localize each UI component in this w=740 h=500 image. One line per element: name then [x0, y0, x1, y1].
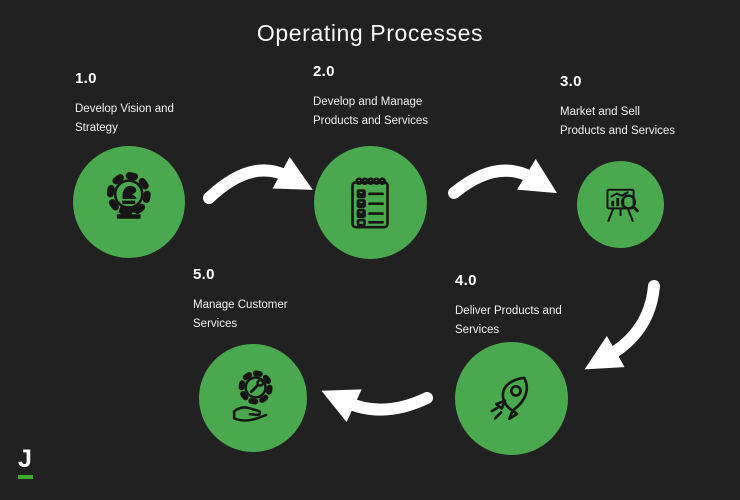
- market-analysis-icon: [606, 188, 639, 222]
- step-label: Deliver Products and Services: [455, 305, 562, 336]
- step-label: Manage Customer Services: [193, 299, 288, 330]
- arrow-step4-to-step5-icon: [321, 389, 433, 423]
- strategy-chess-gear-icon: [107, 172, 151, 220]
- logo-underline: [18, 475, 33, 479]
- step-number: 2.0: [313, 63, 335, 80]
- step-circle-2: [314, 146, 427, 259]
- step-number: 1.0: [75, 70, 97, 87]
- step-2-heading: 2.0 Develop and Manage Products and Serv…: [313, 63, 463, 130]
- checklist-notepad-icon: [351, 177, 390, 229]
- step-circle-1: [73, 146, 185, 258]
- step-4-heading: 4.0 Deliver Products and Services: [455, 272, 580, 339]
- arrow-step1-to-step2-icon: [203, 156, 313, 204]
- step-circle-4: [455, 342, 568, 455]
- logo: J: [18, 447, 33, 479]
- step-5-heading: 5.0 Manage Customer Services: [193, 266, 313, 333]
- arrow-step2-to-step3-icon: [448, 158, 558, 199]
- step-label: Market and Sell Products and Services: [560, 106, 676, 137]
- step-circle-5: [199, 344, 307, 452]
- step-3-heading: 3.0 Market and Sell Products and Service…: [560, 73, 680, 140]
- step-label: Develop Vision and Strategy: [75, 103, 174, 134]
- step-number: 5.0: [193, 266, 215, 283]
- rocket-delivery-icon: [491, 376, 529, 421]
- page-title: Operating Processes: [256, 20, 484, 46]
- customer-service-icon: [232, 370, 273, 422]
- arrow-step3-to-step4-icon: [584, 280, 660, 370]
- step-number: 3.0: [560, 73, 582, 90]
- step-1-heading: 1.0 Develop Vision and Strategy: [75, 70, 195, 137]
- step-label: Develop and Manage Products and Services: [313, 96, 429, 127]
- step-number: 4.0: [455, 272, 477, 289]
- step-circle-3: [577, 161, 664, 248]
- logo-letter: J: [18, 445, 32, 473]
